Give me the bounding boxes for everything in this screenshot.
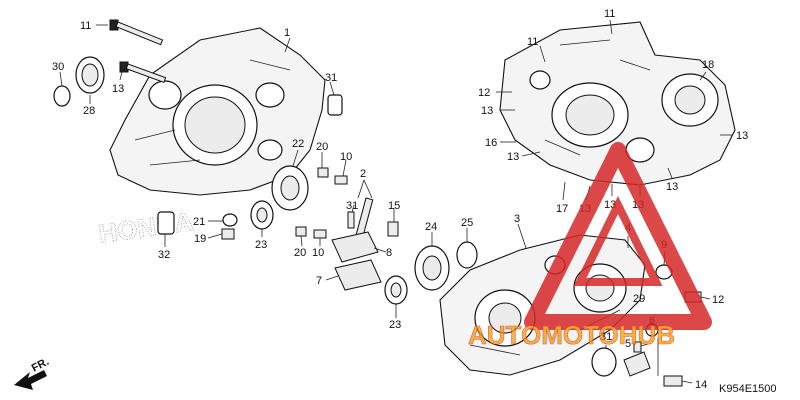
- dowel-31-top: [327, 94, 343, 116]
- callout-11-b: 11: [604, 8, 615, 20]
- callout-15: 15: [388, 200, 400, 212]
- callout-1: 1: [284, 27, 290, 39]
- diagram-code: K954E1500: [719, 383, 777, 395]
- callout-2: 2: [360, 168, 366, 180]
- seal-29: [591, 347, 617, 377]
- seal-28: [53, 85, 71, 107]
- callout-17: 17: [556, 203, 568, 215]
- callout-11-a: 11: [80, 20, 91, 32]
- part-10-lower: [313, 229, 327, 239]
- callout-10-a: 10: [340, 151, 352, 163]
- callout-16: 16: [485, 137, 497, 149]
- callout-26: 28: [83, 105, 95, 117]
- callout-7: 7: [316, 275, 322, 287]
- callout-13-c: 13: [507, 151, 519, 163]
- watermark-text: AUTOMOTOHUB: [468, 320, 675, 350]
- callout-31-a: 31: [325, 72, 337, 84]
- right-crankcase-upper: [499, 21, 736, 186]
- seal-25: [456, 241, 478, 269]
- callout-13-a: 13: [112, 83, 124, 95]
- callout-23-a: 23: [255, 239, 267, 251]
- bolt-11: [109, 19, 164, 46]
- callout-28: 30: [52, 61, 64, 73]
- part-20-lower: [295, 226, 307, 237]
- gasket-7: [334, 259, 382, 291]
- callout-3: 3: [514, 213, 520, 225]
- callout-10-b: 10: [312, 247, 324, 259]
- bolt-13-left: [119, 61, 167, 84]
- front-label: FR.: [30, 356, 51, 375]
- callout-24: 24: [425, 221, 437, 233]
- pin-30: [347, 211, 355, 229]
- callout-21: 21: [193, 216, 205, 228]
- callout-13-h: 13: [666, 181, 678, 193]
- callout-11-c: 11: [527, 36, 538, 48]
- bolt-19: [221, 228, 235, 240]
- gasket-8: [331, 231, 379, 263]
- callout-11-d: 12: [478, 87, 490, 99]
- callout-29: 31: [600, 331, 612, 343]
- callout-13-d: 13: [736, 130, 748, 142]
- bolt-14: [663, 375, 683, 387]
- honda-stamp: HONDA: [97, 206, 196, 249]
- callout-5: 5: [625, 338, 631, 350]
- callout-31-b: 32: [158, 249, 170, 261]
- callout-20-a: 20: [316, 141, 328, 153]
- callout-18: 18: [702, 59, 714, 71]
- plate-32: [623, 351, 651, 377]
- pin-5: [633, 341, 642, 353]
- washer-21: [222, 213, 238, 227]
- automotohub-watermark: AUTOMOTOHUB: [468, 142, 712, 350]
- callout-14: 14: [695, 379, 707, 391]
- front-direction-marker: FR.: [14, 356, 51, 390]
- callout-30: 31: [346, 200, 358, 212]
- callout-23-b: 23: [389, 319, 401, 331]
- callout-8: 8: [386, 247, 392, 259]
- callout-19: 19: [194, 233, 206, 245]
- callout-12: 12: [712, 294, 724, 306]
- part-10-upper: [334, 175, 348, 185]
- part-20-upper: [317, 167, 329, 178]
- bolt-15: [387, 221, 399, 237]
- callout-25: 25: [461, 217, 473, 229]
- left-crankcase: [109, 27, 326, 196]
- callout-27: 29: [633, 293, 645, 305]
- dowel-31-bottom: [157, 211, 175, 235]
- callout-13-b: 13: [481, 105, 493, 117]
- callout-20-b: 20: [294, 247, 306, 259]
- callout-22: 22: [292, 138, 304, 150]
